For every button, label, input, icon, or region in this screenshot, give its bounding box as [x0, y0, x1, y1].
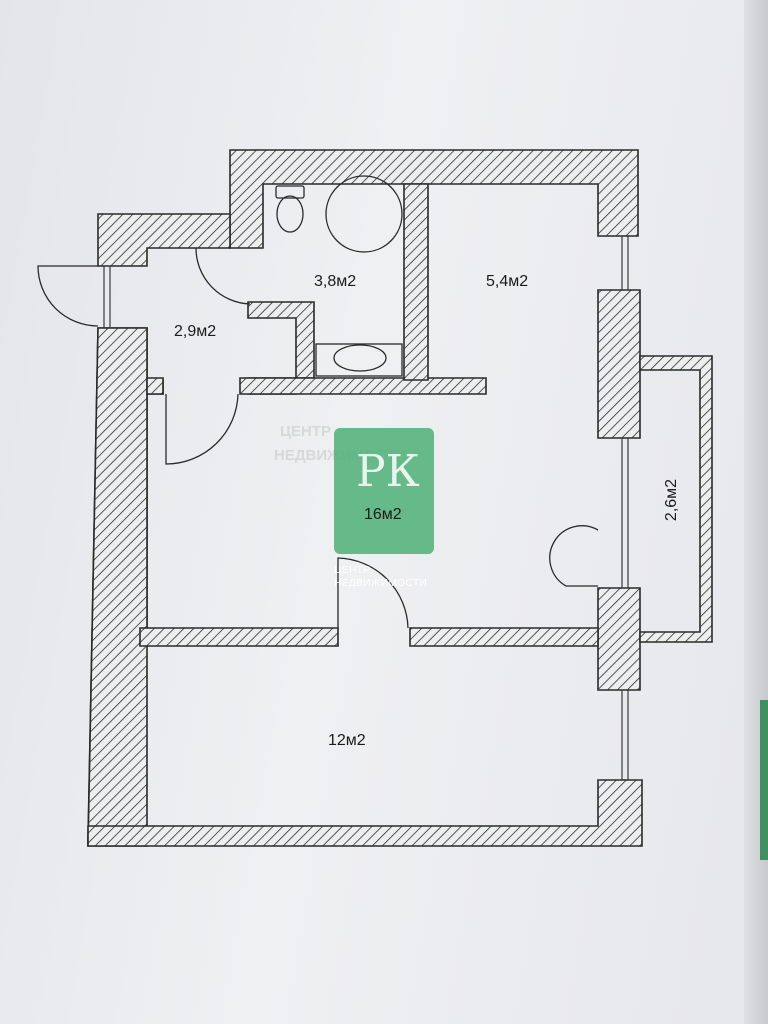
background-object	[760, 700, 768, 860]
room-label-hallway: 2,9м2	[174, 323, 216, 340]
wall-bath-small	[403, 183, 429, 381]
wall-right-pier-1	[597, 289, 641, 439]
wall-hallway-top	[97, 213, 231, 267]
bathroom-fixtures	[275, 175, 403, 377]
watermark-faint-line1: ЦЕНТР	[280, 423, 331, 440]
wall-balcony	[639, 355, 713, 643]
toilet-icon	[276, 195, 304, 233]
wall-bottom	[87, 779, 643, 847]
door-entrance	[37, 265, 99, 327]
watermark-logo: РК	[356, 446, 420, 497]
wall-hall-living	[239, 377, 487, 395]
wall-living-bedroom-left	[139, 627, 339, 647]
sink-icon	[333, 344, 387, 372]
sink-frame	[315, 343, 403, 377]
watermark-logo-box	[334, 428, 434, 554]
door-balcony	[549, 525, 599, 587]
wall-left-fix	[87, 327, 148, 847]
toilet-tank	[275, 185, 305, 199]
door-bathroom	[195, 247, 251, 305]
door-living	[165, 393, 239, 465]
wall-living-bedroom-right	[409, 627, 599, 647]
room-label-living-room: 16м2	[364, 506, 402, 523]
wall-hall-living-left	[146, 377, 164, 395]
doors	[37, 247, 599, 629]
wall-top	[229, 149, 639, 249]
windows	[103, 236, 629, 780]
watermark-line2: НЕДВИЖИМОСТИ	[334, 578, 427, 589]
wall-right-pier-2	[597, 587, 641, 691]
room-label-balcony: 2,6м2	[663, 479, 680, 521]
room-label-small-room: 5,4м2	[486, 273, 528, 290]
watermark-line1: ЦЕНТР	[334, 565, 371, 576]
door-bedroom	[337, 557, 409, 629]
room-label-bathroom: 3,8м2	[314, 273, 356, 290]
watermark: ЦЕНТР НЕДВИЖИМОСТИ РК ЦЕНТР НЕДВИЖИМОСТИ	[274, 423, 434, 589]
walls	[87, 149, 713, 847]
room-label-bedroom: 12м2	[328, 732, 366, 749]
room-labels: 2,9м2 3,8м2 5,4м2 16м2 2,6м2 12м2	[174, 273, 680, 749]
shower-icon	[325, 175, 403, 253]
